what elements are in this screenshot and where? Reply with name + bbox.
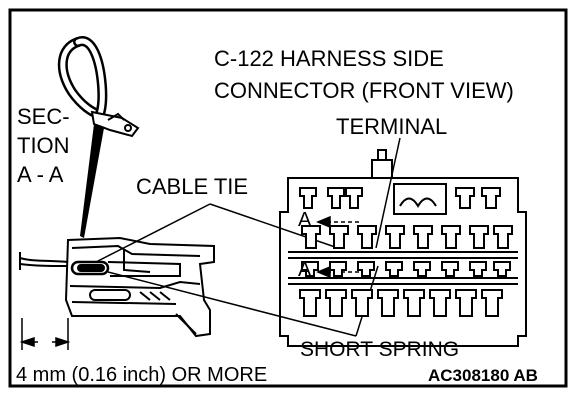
section-arrows [316,215,360,279]
terminal-cavity [455,187,475,209]
terminal-cavity [325,289,347,317]
short-spring-label: SHORT SPRING [300,338,459,361]
terminal-cavity [301,261,319,277]
terminal-cavity [357,261,375,277]
section-mark-lower: A [298,259,312,281]
terminal-cavity [441,261,459,277]
section-mark-upper: A [298,209,312,231]
terminal-cavity [329,261,347,277]
terminal-cavity [493,261,511,277]
terminal-cavity [385,261,403,277]
terminal-cells [299,187,513,317]
dimension-note: 4 mm (0.16 inch) OR MORE [16,364,267,386]
connector-title-line2: CONNECTOR (FRONT VIEW) [214,78,514,103]
terminal-label: TERMINAL [336,114,447,139]
terminal-cavity [481,187,501,209]
cable-tie-illustration [57,36,140,138]
terminal-cavity [455,289,477,317]
terminal-cavity [327,187,345,209]
terminal-cavity [481,289,503,317]
terminal-cavity [377,289,399,317]
terminal-cavity [357,225,377,249]
terminal-cavity [301,225,321,249]
terminal-cavity [413,225,433,249]
section-label-line3: A - A [17,162,64,187]
terminal-cavity [403,289,425,317]
terminal-cavity [469,225,489,249]
terminal-cavity [493,225,513,249]
terminal-cavity [345,187,363,209]
connector-title-line1: C-122 HARNESS SIDE [214,46,444,71]
terminal-cavity [441,225,461,249]
section-label-line2: TION [17,133,70,158]
terminal-cavity [413,261,431,277]
diagram-frame [8,8,568,388]
terminal-cavity [329,225,349,249]
dimension-marker [19,318,71,350]
cable-tie-label: CABLE TIE [136,174,248,199]
section-label-line1: SEC- [17,104,70,129]
terminal-cavity [429,289,451,317]
section-a-a-drawing [19,236,215,338]
terminal-cavity [299,289,321,317]
figure-code: AC308180 AB [428,366,538,385]
section-leader-wedge [80,124,104,238]
terminal-cavity [385,225,405,249]
terminal-cavity [351,289,373,317]
terminal-cavity [469,261,487,277]
terminal-cavity [299,187,317,209]
